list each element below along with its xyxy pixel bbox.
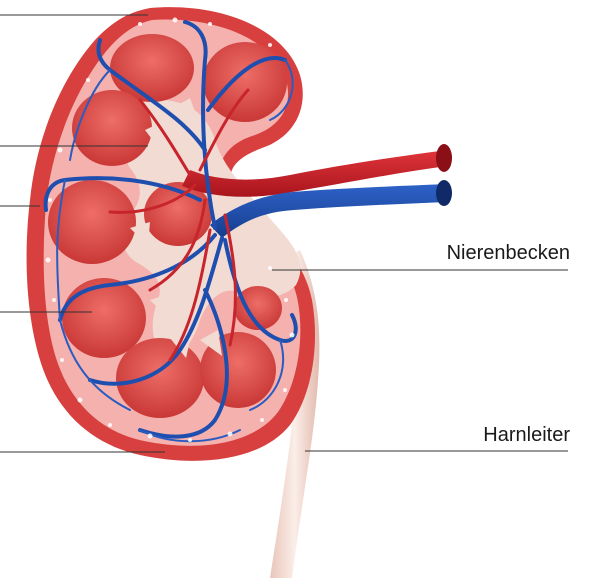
vein-opening [436, 180, 452, 206]
pyramid-7 [116, 338, 204, 418]
pyramid-6 [62, 278, 146, 358]
label-renal-pelvis: Nierenbecken [447, 242, 570, 265]
label-ureter: Harnleiter [483, 424, 570, 447]
pyramid-2 [203, 42, 287, 122]
pyramid-4 [48, 180, 136, 264]
artery-opening [436, 144, 452, 172]
